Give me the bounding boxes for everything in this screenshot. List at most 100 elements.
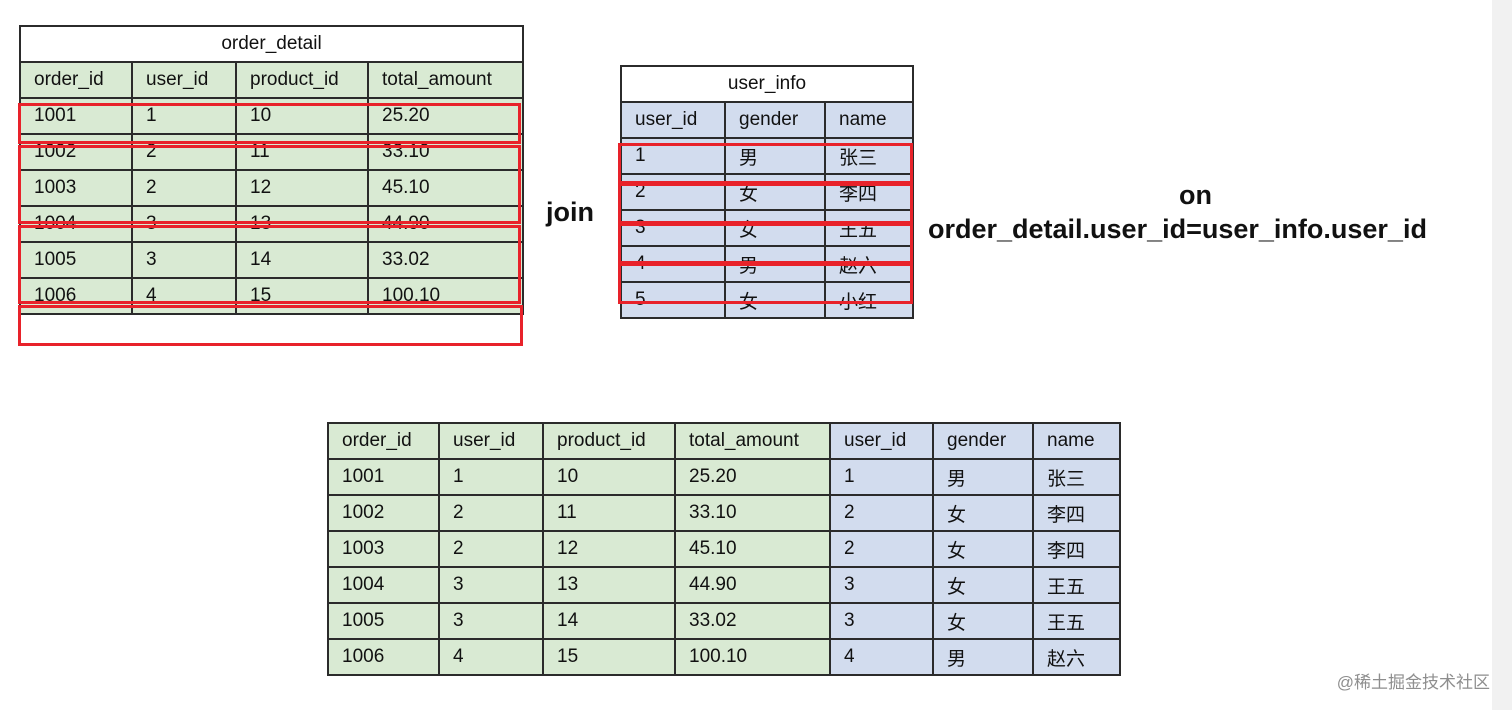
user-info-header-row: user_id gender name xyxy=(620,101,915,139)
order-detail-header: order_id xyxy=(19,61,133,99)
result-cell: 女 xyxy=(932,566,1034,604)
result-cell: 25.20 xyxy=(674,458,831,496)
result-cell: 张三 xyxy=(1032,458,1121,496)
user-info-cell: 王五 xyxy=(823,209,915,247)
order-detail-cell: 10 xyxy=(235,97,369,135)
user-info-cell: 男 xyxy=(724,137,826,175)
result-cell: 女 xyxy=(932,494,1034,532)
result-cell: 女 xyxy=(932,602,1034,640)
result-header: order_id xyxy=(327,422,440,460)
user-info-cell: 3 xyxy=(620,209,726,247)
result-cell: 1001 xyxy=(327,458,440,496)
order-detail-cell: 33.10 xyxy=(366,133,525,171)
order-detail-header: product_id xyxy=(235,61,369,99)
result-cell: 3 xyxy=(829,602,934,640)
result-cell: 1006 xyxy=(327,638,440,676)
user-info-cell: 李四 xyxy=(823,173,915,211)
watermark: @稀土掘金技术社区 xyxy=(1336,673,1490,692)
result-cell: 赵六 xyxy=(1032,638,1121,676)
order-detail-cell: 4 xyxy=(131,277,237,315)
result-cell: 王五 xyxy=(1032,566,1121,604)
result-cell: 李四 xyxy=(1032,530,1121,568)
user-info-cell: 张三 xyxy=(823,137,915,175)
result-cell: 3 xyxy=(829,566,934,604)
order-detail-cell: 1005 xyxy=(19,241,133,279)
result-cell: 12 xyxy=(542,530,676,568)
result-cell: 45.10 xyxy=(674,530,831,568)
right-edge-strip xyxy=(1492,0,1512,710)
order-detail-cell: 1 xyxy=(131,97,237,135)
user-info-cell: 4 xyxy=(620,245,726,283)
result-cell: 2 xyxy=(438,530,544,568)
result-cell: 4 xyxy=(438,638,544,676)
result-cell: 1 xyxy=(829,458,934,496)
result-cell: 44.90 xyxy=(674,566,831,604)
order-detail-cell: 2 xyxy=(131,169,237,207)
result-cell: 王五 xyxy=(1032,602,1121,640)
user-info-cell: 女 xyxy=(724,173,826,211)
user-info-cell: 小红 xyxy=(823,281,915,319)
order-detail-cell: 14 xyxy=(235,241,369,279)
user-info-cell: 赵六 xyxy=(823,245,915,283)
result-header: user_id xyxy=(438,422,544,460)
result-cell: 男 xyxy=(932,458,1034,496)
result-cell: 4 xyxy=(829,638,934,676)
result-header-row: order_id user_id product_id total_amount… xyxy=(327,422,1121,460)
order-detail-cell: 33.02 xyxy=(366,241,525,279)
result-header: product_id xyxy=(542,422,676,460)
result-cell: 1005 xyxy=(327,602,440,640)
result-header: name xyxy=(1032,422,1121,460)
result-cell: 1002 xyxy=(327,494,440,532)
result-cell: 3 xyxy=(438,566,544,604)
order-detail-header: user_id xyxy=(131,61,237,99)
order-detail-cell: 25.20 xyxy=(366,97,525,135)
order-detail-cell: 3 xyxy=(131,205,237,243)
order-detail-cell: 12 xyxy=(235,169,369,207)
order-detail-cell: 1003 xyxy=(19,169,133,207)
order-detail-cell: 15 xyxy=(235,277,369,315)
result-table: order_id user_id product_id total_amount… xyxy=(327,422,1121,676)
user-info-cell: 1 xyxy=(620,137,726,175)
result-cell: 13 xyxy=(542,566,676,604)
result-cell: 33.02 xyxy=(674,602,831,640)
user-info-cell: 女 xyxy=(724,209,826,247)
result-cell: 1 xyxy=(438,458,544,496)
result-cell: 2 xyxy=(438,494,544,532)
order-detail-cell: 1006 xyxy=(19,277,133,315)
user-info-cell: 2 xyxy=(620,173,726,211)
result-cell: 14 xyxy=(542,602,676,640)
order-detail-header-row: order_id user_id product_id total_amount xyxy=(19,61,525,99)
user-info-header: name xyxy=(823,101,915,139)
result-cell: 100.10 xyxy=(674,638,831,676)
order-detail-cell: 3 xyxy=(131,241,237,279)
user-info-cell: 女 xyxy=(724,281,826,319)
result-cell: 33.10 xyxy=(674,494,831,532)
result-header: total_amount xyxy=(674,422,831,460)
order-detail-cell: 1004 xyxy=(19,205,133,243)
user-info-cell: 男 xyxy=(724,245,826,283)
user-info-cell: 5 xyxy=(620,281,726,319)
join-condition: order_detail.user_id=user_info.user_id xyxy=(928,214,1427,244)
join-label: join xyxy=(546,197,594,227)
result-header: user_id xyxy=(829,422,934,460)
order-detail-cell: 2 xyxy=(131,133,237,171)
order-detail-cell: 1002 xyxy=(19,133,133,171)
result-cell: 女 xyxy=(932,530,1034,568)
order-detail-header: total_amount xyxy=(366,61,525,99)
order-detail-cell: 11 xyxy=(235,133,369,171)
